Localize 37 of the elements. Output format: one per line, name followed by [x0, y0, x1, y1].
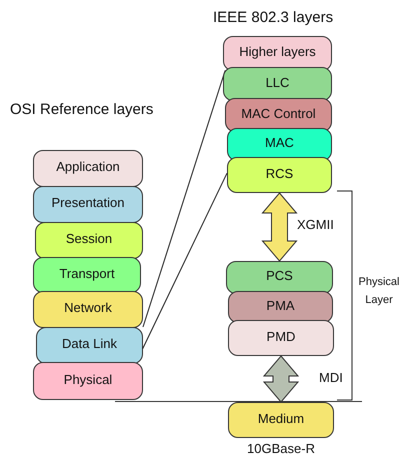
layer-box [228, 291, 333, 323]
layer-box [225, 98, 332, 132]
layer-name: LLC [266, 74, 290, 90]
layer-name: Presentation [52, 195, 124, 210]
layer-box [35, 222, 143, 259]
layer-box [33, 150, 143, 187]
layer-box [223, 36, 332, 71]
layer-name: PMA [266, 298, 295, 312]
layer-name: Application [56, 159, 120, 174]
layer-name: MAC [265, 135, 294, 150]
layer-name: Physical [64, 372, 112, 386]
layer-name: Session [66, 231, 112, 246]
layer-name: Higher layers [239, 44, 316, 59]
layer-name: PMD [266, 328, 296, 344]
layer-box [226, 261, 333, 294]
edge-label: MDI [318, 370, 344, 385]
layer-box [223, 67, 332, 101]
layer-box [228, 320, 334, 356]
layer-box [228, 402, 334, 438]
layer-box [33, 257, 141, 293]
layer-name: Data Link [62, 336, 117, 351]
layer-name: RCS [266, 166, 294, 180]
layer-name: Medium [258, 410, 304, 426]
layer-box [33, 291, 143, 328]
caption-text: 10GBase-R [247, 441, 315, 456]
layer-box [33, 186, 143, 223]
layer-box [36, 327, 143, 364]
bracket-label: Physical Layer [358, 275, 400, 308]
edge-label: XGMII [296, 217, 335, 232]
layer-box [227, 157, 332, 193]
layer-name: MAC Control [241, 106, 316, 120]
layer-name: PCS [266, 268, 293, 283]
layer-box [33, 362, 143, 400]
heading-text: OSI Reference layers [10, 101, 154, 118]
layer-name: Transport [59, 266, 115, 280]
heading-text: IEEE 802.3 layers [213, 9, 334, 26]
layer-name: Network [64, 300, 112, 315]
